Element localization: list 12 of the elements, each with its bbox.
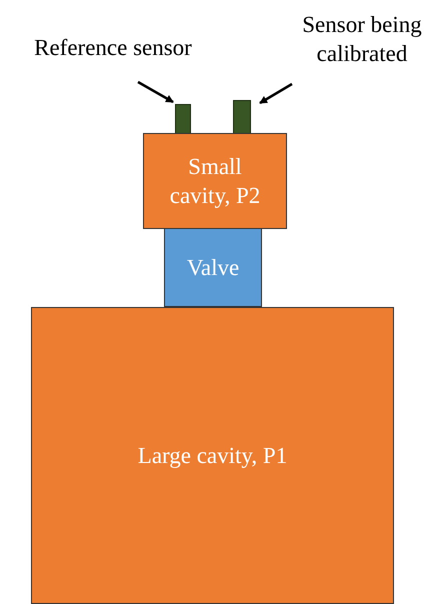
cavity-label: Valve — [186, 254, 240, 282]
cavity-label: Large cavity, P1 — [136, 442, 288, 470]
cavity-label: Small cavity, P2 — [168, 153, 262, 210]
small-cavity-block — [143, 133, 287, 229]
leader-arrow — [259, 82, 293, 104]
sensor-block — [175, 104, 191, 134]
sensor-label: Reference sensor — [8, 30, 218, 64]
sensor-label: Sensor being calibrated — [296, 8, 428, 70]
large-cavity-block — [31, 307, 394, 604]
valve-block — [164, 228, 262, 307]
sensor-block — [233, 100, 251, 134]
leader-arrow — [137, 80, 174, 104]
